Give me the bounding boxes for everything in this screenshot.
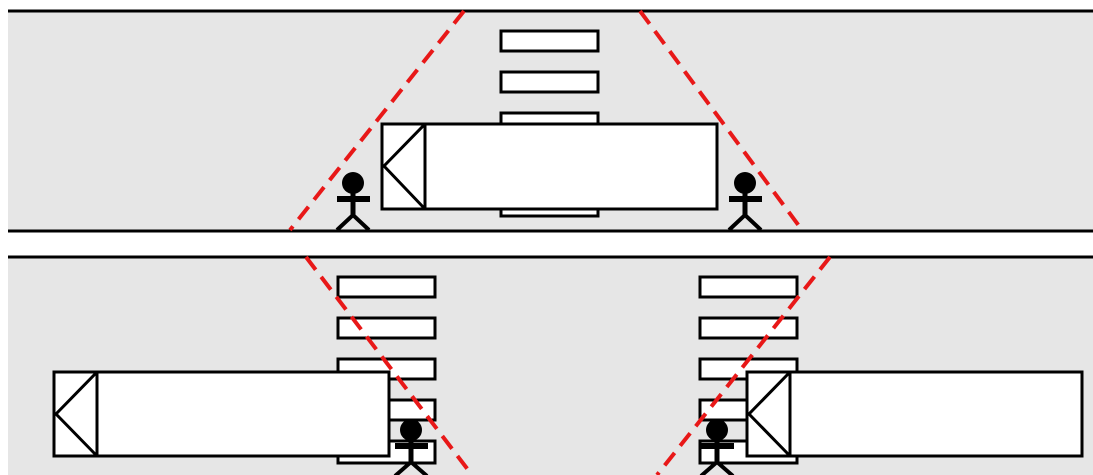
lower-right-truck-icon [747, 372, 1082, 456]
truck-body [382, 124, 717, 209]
crosswalk-stripe [700, 318, 797, 338]
truck-body [54, 372, 389, 456]
upper-truck-icon [382, 124, 717, 209]
crosswalk-stripe [501, 72, 598, 92]
truck-body [747, 372, 1082, 456]
lower-left-truck-icon [54, 372, 389, 456]
crosswalk-stripe [700, 277, 797, 297]
crosswalk-stripe [501, 31, 598, 51]
crosswalk-stripe [338, 277, 435, 297]
